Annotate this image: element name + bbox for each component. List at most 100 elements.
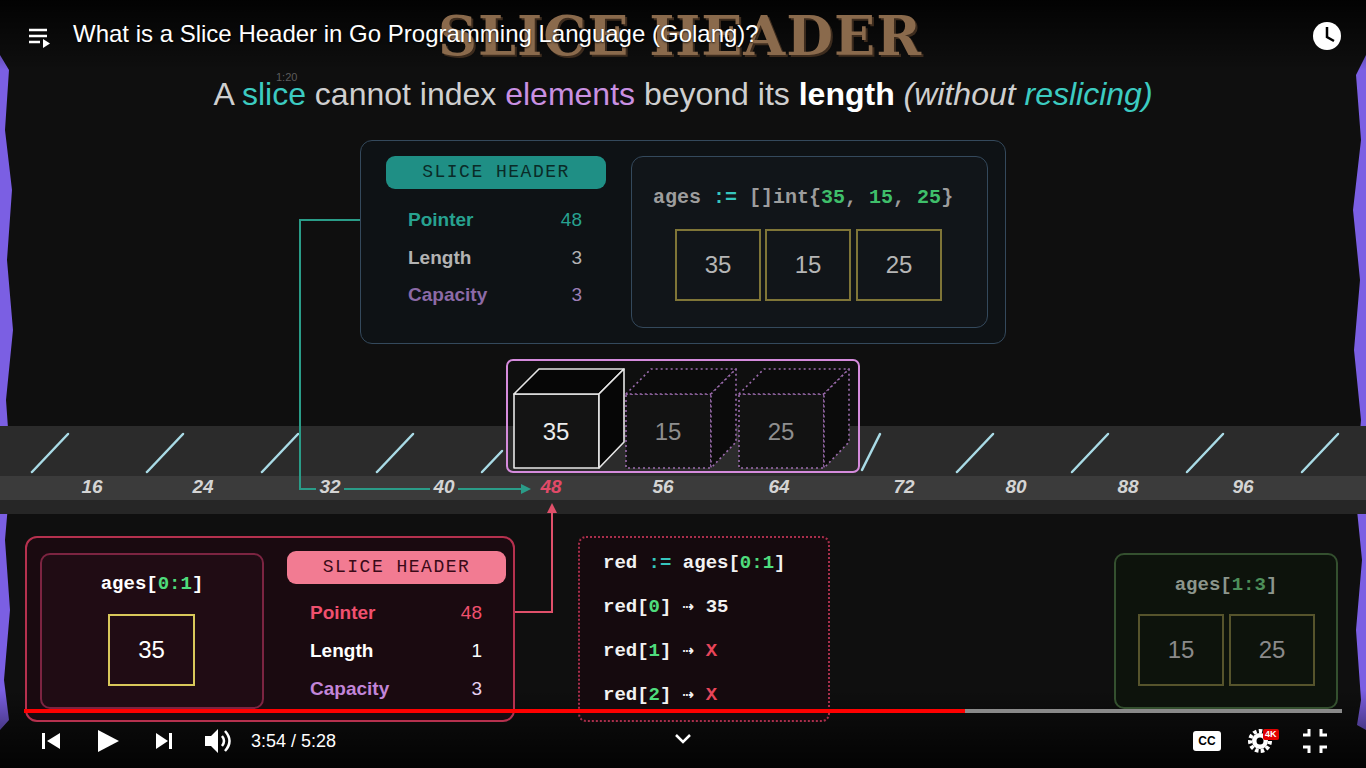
box-text: 15: [655, 417, 682, 447]
array-cell: 15: [765, 229, 851, 301]
header-badge: SLICE HEADER: [287, 551, 506, 584]
text-slot: CC: [1193, 731, 1221, 751]
text-slot: 16: [42, 476, 142, 498]
field-name: Capacity: [408, 283, 487, 307]
memory-address: 32: [316, 476, 343, 498]
next-icon: [156, 733, 168, 749]
text-slot: 25: [886, 250, 913, 280]
code-line: ages := []int{35, 15, 25}: [653, 185, 953, 210]
heading-word: cannot: [315, 76, 420, 112]
text-slot: 4K: [1263, 729, 1279, 740]
cube-face: [599, 369, 624, 468]
slot-slash: [862, 434, 880, 470]
text-slot: 35: [543, 417, 570, 447]
box-text: 25: [768, 417, 795, 447]
play-icon: [98, 730, 119, 752]
code-token: 2: [649, 684, 660, 706]
array-cell: 35: [108, 614, 195, 686]
text-slot: 15: [1168, 635, 1195, 665]
slice-header-panel: Pointer48Length3Capacity3SLICE HEADERage…: [360, 140, 1006, 344]
heading-word: elements: [505, 76, 644, 112]
slot-slash: [262, 434, 298, 472]
slot-slash: [147, 434, 183, 472]
text-slot: 96: [1193, 476, 1293, 498]
code-token: ages[: [101, 573, 158, 595]
text-slot: Pointer: [408, 208, 473, 232]
volume-icon: [205, 729, 218, 753]
memory-address: 80: [1002, 476, 1029, 498]
text-slot: SLICE HEADER: [422, 161, 570, 184]
array-cell: 25: [1229, 614, 1315, 686]
field-name: Length: [408, 246, 471, 270]
text-slot: 72: [854, 476, 954, 498]
box-text: 15: [795, 250, 822, 280]
array-outline: [507, 360, 859, 472]
previous-icon: [47, 733, 60, 749]
cube-face: [739, 394, 824, 468]
box-text: 35: [705, 250, 732, 280]
code-token: ages[: [1175, 574, 1232, 596]
heading-word: length: [799, 76, 904, 112]
box-text: 15: [1168, 635, 1195, 665]
code-panel: ages := []int{35, 15, 25} 35 15 25: [631, 156, 988, 328]
code-token: 0:1: [740, 552, 774, 574]
chevron-icon: [676, 735, 690, 742]
memory-strip: [0, 476, 1366, 500]
text-slot: 40: [394, 476, 494, 498]
code-token: red[: [603, 640, 649, 662]
memory-address: 40: [430, 476, 457, 498]
code-token: 1:3: [1232, 574, 1266, 596]
text-slot: 80: [966, 476, 1066, 498]
previous-icon: [42, 733, 45, 749]
code-token: ages: [653, 186, 713, 209]
slide-heading: A slice cannot index elements beyond its…: [213, 74, 1152, 114]
code-token: :=: [713, 186, 737, 209]
heading-word: its: [758, 76, 799, 112]
text-slot: Capacity: [408, 283, 487, 307]
text-slot: ages[1:3]: [1116, 573, 1336, 597]
text-slot: ages := []int{35, 15, 25}: [653, 185, 953, 210]
text-slot: 48: [420, 601, 482, 625]
slice-expression: ages[0:1]: [101, 572, 204, 596]
volume-icon: [222, 731, 230, 751]
heading-word: slice: [242, 76, 315, 112]
code-line: red[2] ⇢ X: [603, 683, 717, 707]
text-slot: Capacity: [310, 677, 389, 701]
text-slot: red[2] ⇢ X: [603, 683, 717, 707]
heading-word: A: [213, 76, 241, 112]
clock-icon: [1313, 22, 1341, 50]
text-slot: A slice cannot index elements beyond its…: [0, 74, 1366, 114]
array-cell: 15: [1138, 614, 1224, 686]
top-shade: [0, 0, 1366, 70]
field-value: 3: [571, 246, 582, 270]
playlist-icon: [43, 39, 50, 48]
box-text: SLICE HEADER: [422, 161, 570, 184]
text-slot: 88: [1078, 476, 1178, 498]
memory-strip: [0, 500, 1366, 514]
heading-word: reslicing): [1025, 76, 1153, 112]
cube-face: [626, 394, 711, 468]
code-token: ,: [845, 186, 869, 209]
code-token: 15: [869, 186, 893, 209]
code-line: red := ages[0:1]: [603, 551, 785, 575]
text-slot: 48: [501, 476, 601, 498]
cube-face: [711, 369, 736, 468]
text-slot: 3:54 / 5:28: [251, 729, 336, 753]
text-slot: 3: [420, 677, 482, 701]
box-text: 35: [543, 417, 570, 447]
memory-address: 72: [890, 476, 917, 498]
text-slot: What is a Slice Header in Go Programming…: [73, 19, 759, 49]
text-slot: Length: [310, 639, 373, 663]
memory-cube: 25: [738, 368, 850, 470]
cube-face: [824, 369, 849, 468]
header-badge: SLICE HEADER: [386, 156, 606, 189]
code-token: red[: [603, 596, 649, 618]
code-token: ages[: [671, 552, 739, 574]
array-cell: 35: [675, 229, 761, 301]
code-token: 1: [649, 640, 660, 662]
player-time: 3:54 / 5:28: [251, 729, 336, 753]
code-token: ] ⇢: [660, 684, 706, 706]
text-slot: 3: [520, 283, 582, 307]
text-slot: 3: [520, 246, 582, 270]
